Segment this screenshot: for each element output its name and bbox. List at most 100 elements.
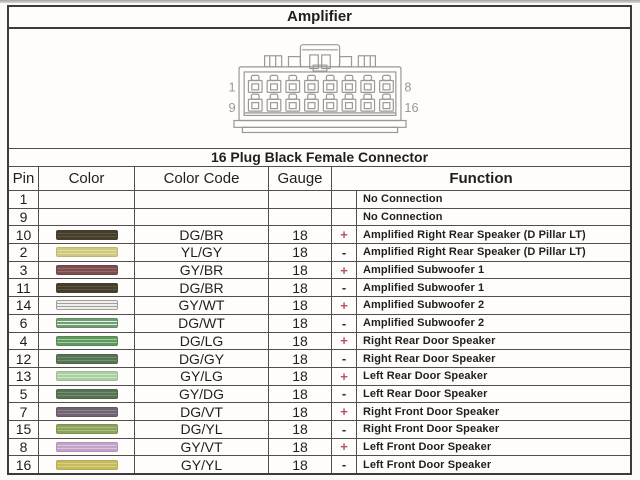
pin-cell: 16 bbox=[9, 456, 39, 473]
color-cell bbox=[39, 208, 135, 226]
gauge-cell: 18 bbox=[269, 297, 332, 314]
gauge-cell: 18 bbox=[269, 438, 332, 456]
scan-artifact-strip bbox=[0, 0, 640, 3]
wire-swatch bbox=[55, 247, 118, 258]
table-body: 1 No Connection 9 No Connection 10 DG/BR… bbox=[9, 191, 630, 473]
wire-swatch bbox=[55, 406, 118, 417]
pin-label-8: 8 bbox=[404, 79, 411, 94]
connector-body bbox=[237, 65, 402, 121]
pin-cell: 3 bbox=[9, 261, 39, 279]
header-gauge: Gauge bbox=[269, 167, 332, 190]
table-row: 6 DG/WT 18 - Amplified Subwoofer 2 bbox=[9, 313, 630, 332]
function-cell: Right Rear Door Speaker bbox=[363, 352, 496, 365]
wire-swatch bbox=[55, 282, 118, 293]
function-cell: Amplified Right Rear Speaker (D Pillar L… bbox=[363, 246, 586, 259]
header-color-code: Color Code bbox=[135, 167, 269, 190]
gauge-cell: 18 bbox=[269, 226, 332, 244]
table-row: 3 GY/BR 18 + Amplified Subwoofer 1 bbox=[9, 260, 630, 279]
table-row: 1 No Connection bbox=[9, 191, 630, 208]
function-cell: Amplified Subwoofer 1 bbox=[363, 264, 485, 277]
polarity-cell: - bbox=[332, 385, 357, 403]
pin-cell: 6 bbox=[9, 314, 39, 332]
gauge-cell: 18 bbox=[269, 314, 332, 332]
color-code-cell: GY/YL bbox=[135, 456, 269, 473]
color-code-cell: GY/WT bbox=[135, 297, 269, 314]
pin-cell: 10 bbox=[9, 226, 39, 244]
polarity-cell: - bbox=[332, 456, 357, 473]
table-row: 2 YL/GY 18 - Amplified Right Rear Speake… bbox=[9, 243, 630, 261]
color-cell bbox=[39, 191, 135, 208]
color-cell bbox=[39, 456, 135, 473]
color-cell bbox=[39, 403, 135, 420]
polarity-cell: + bbox=[332, 297, 357, 314]
function-cell: Amplified Subwoofer 2 bbox=[363, 299, 485, 312]
gauge-cell: 18 bbox=[269, 350, 332, 367]
pin-cell: 5 bbox=[9, 385, 39, 403]
function-cell: Right Rear Door Speaker bbox=[363, 334, 496, 347]
polarity-cell: + bbox=[332, 367, 357, 385]
wire-swatch bbox=[55, 229, 118, 240]
function-cell: Right Front Door Speaker bbox=[363, 423, 500, 436]
wiring-diagram-sheet: Amplifier bbox=[7, 5, 632, 475]
color-code-cell: GY/DG bbox=[135, 385, 269, 403]
polarity-cell: - bbox=[332, 350, 357, 367]
pin-label-16: 16 bbox=[404, 100, 418, 115]
color-cell bbox=[39, 297, 135, 314]
color-cell bbox=[39, 350, 135, 367]
table-row: 11 DG/BR 18 - Amplified Subwoofer 1 bbox=[9, 278, 630, 297]
pin-label-1: 1 bbox=[228, 79, 235, 94]
header-color: Color bbox=[39, 167, 135, 190]
pin-cell: 15 bbox=[9, 420, 39, 438]
table-row: 16 GY/YL 18 - Left Front Door Speaker bbox=[9, 455, 630, 473]
color-cell bbox=[39, 279, 135, 297]
connector-base bbox=[232, 119, 407, 133]
wire-swatch bbox=[55, 371, 118, 382]
connector-pin-numbers: 1 8 9 16 bbox=[228, 79, 417, 114]
color-cell bbox=[39, 367, 135, 385]
function-cell: Left Front Door Speaker bbox=[363, 440, 492, 453]
color-code-cell: DG/BR bbox=[135, 226, 269, 244]
color-code-cell bbox=[135, 191, 269, 208]
function-cell: Left Rear Door Speaker bbox=[363, 370, 488, 383]
color-code-cell: DG/VT bbox=[135, 403, 269, 420]
polarity-cell: - bbox=[332, 314, 357, 332]
color-code-cell: DG/BR bbox=[135, 279, 269, 297]
pin-label-9: 9 bbox=[228, 100, 235, 115]
pin-cell: 13 bbox=[9, 367, 39, 385]
connector-diagram: 1 8 9 16 bbox=[228, 43, 418, 133]
pin-cell: 14 bbox=[9, 297, 39, 314]
color-code-cell: DG/YL bbox=[135, 420, 269, 438]
color-cell bbox=[39, 244, 135, 261]
function-cell: Left Rear Door Speaker bbox=[363, 387, 488, 400]
wire-swatch bbox=[55, 335, 118, 346]
table-row: 12 DG/GY 18 - Right Rear Door Speaker bbox=[9, 349, 630, 367]
header-pin: Pin bbox=[9, 167, 39, 190]
color-code-cell: DG/LG bbox=[135, 332, 269, 350]
function-cell: Amplified Subwoofer 1 bbox=[363, 281, 485, 294]
polarity-cell: + bbox=[332, 261, 357, 279]
color-code-cell: DG/WT bbox=[135, 314, 269, 332]
function-cell: Right Front Door Speaker bbox=[363, 405, 500, 418]
table-row: 13 GY/LG 18 + Left Rear Door Speaker bbox=[9, 366, 630, 385]
color-code-cell: GY/LG bbox=[135, 367, 269, 385]
color-code-cell: GY/VT bbox=[135, 438, 269, 456]
function-cell: No Connection bbox=[363, 211, 443, 224]
gauge-cell: 18 bbox=[269, 261, 332, 279]
color-cell bbox=[39, 314, 135, 332]
color-code-cell: GY/BR bbox=[135, 261, 269, 279]
pin-cell: 8 bbox=[9, 438, 39, 456]
pin-cell: 9 bbox=[9, 208, 39, 226]
gauge-cell bbox=[269, 208, 332, 226]
gauge-cell: 18 bbox=[269, 244, 332, 261]
pin-cell: 2 bbox=[9, 244, 39, 261]
color-cell bbox=[39, 438, 135, 456]
pin-cell: 12 bbox=[9, 350, 39, 367]
polarity-cell: + bbox=[332, 332, 357, 350]
color-code-cell bbox=[135, 208, 269, 226]
polarity-cell bbox=[332, 208, 357, 226]
connector-terminals bbox=[247, 74, 394, 112]
gauge-cell: 18 bbox=[269, 420, 332, 438]
function-cell: No Connection bbox=[363, 193, 443, 206]
wire-swatch bbox=[55, 300, 118, 311]
table-row: 15 DG/YL 18 - Right Front Door Speaker bbox=[9, 419, 630, 438]
